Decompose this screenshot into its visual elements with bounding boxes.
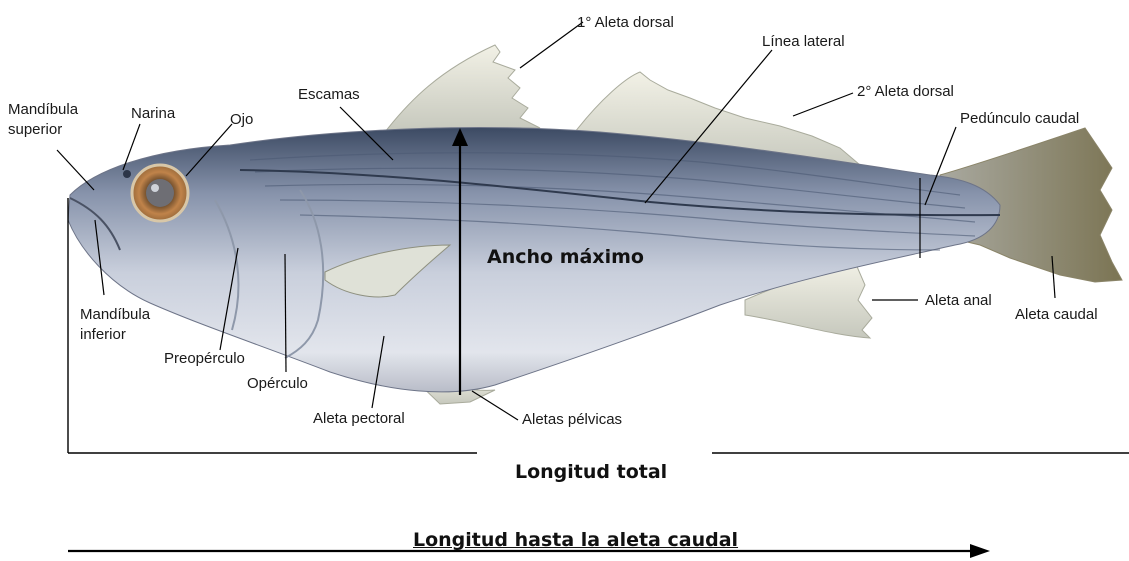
label-escamas: Escamas — [298, 86, 360, 103]
label-mandibula-inferior: Mandíbula inferior — [80, 305, 150, 345]
label-pedunculo-caudal: Pedúnculo caudal — [960, 110, 1079, 127]
label-mandibula-superior: Mandíbula superior — [8, 100, 78, 140]
label-ojo: Ojo — [230, 111, 253, 128]
label-preoperculo: Preopérculo — [164, 350, 245, 367]
label-narina: Narina — [131, 105, 175, 122]
label-longitud-total: Longitud total — [515, 461, 667, 483]
label-aleta-pectoral: Aleta pectoral — [313, 410, 405, 427]
label-ancho-maximo: Ancho máximo — [487, 246, 644, 268]
label-longitud-hasta-caudal: Longitud hasta la aleta caudal — [413, 529, 738, 551]
nostril-shape — [123, 170, 131, 178]
label-aletas-pelvicas: Aletas pélvicas — [522, 411, 622, 428]
label-operculo: Opérculo — [247, 375, 308, 392]
label-aleta-dorsal-2: 2° Aleta dorsal — [857, 83, 954, 100]
first-dorsal-fin-shape — [385, 45, 540, 132]
longitud-arrow-head — [970, 544, 990, 558]
label-linea-lateral: Línea lateral — [762, 33, 845, 50]
label-aleta-anal: Aleta anal — [925, 292, 992, 309]
label-aleta-caudal: Aleta caudal — [1015, 306, 1098, 323]
label-aleta-dorsal-1: 1° Aleta dorsal — [577, 14, 674, 31]
